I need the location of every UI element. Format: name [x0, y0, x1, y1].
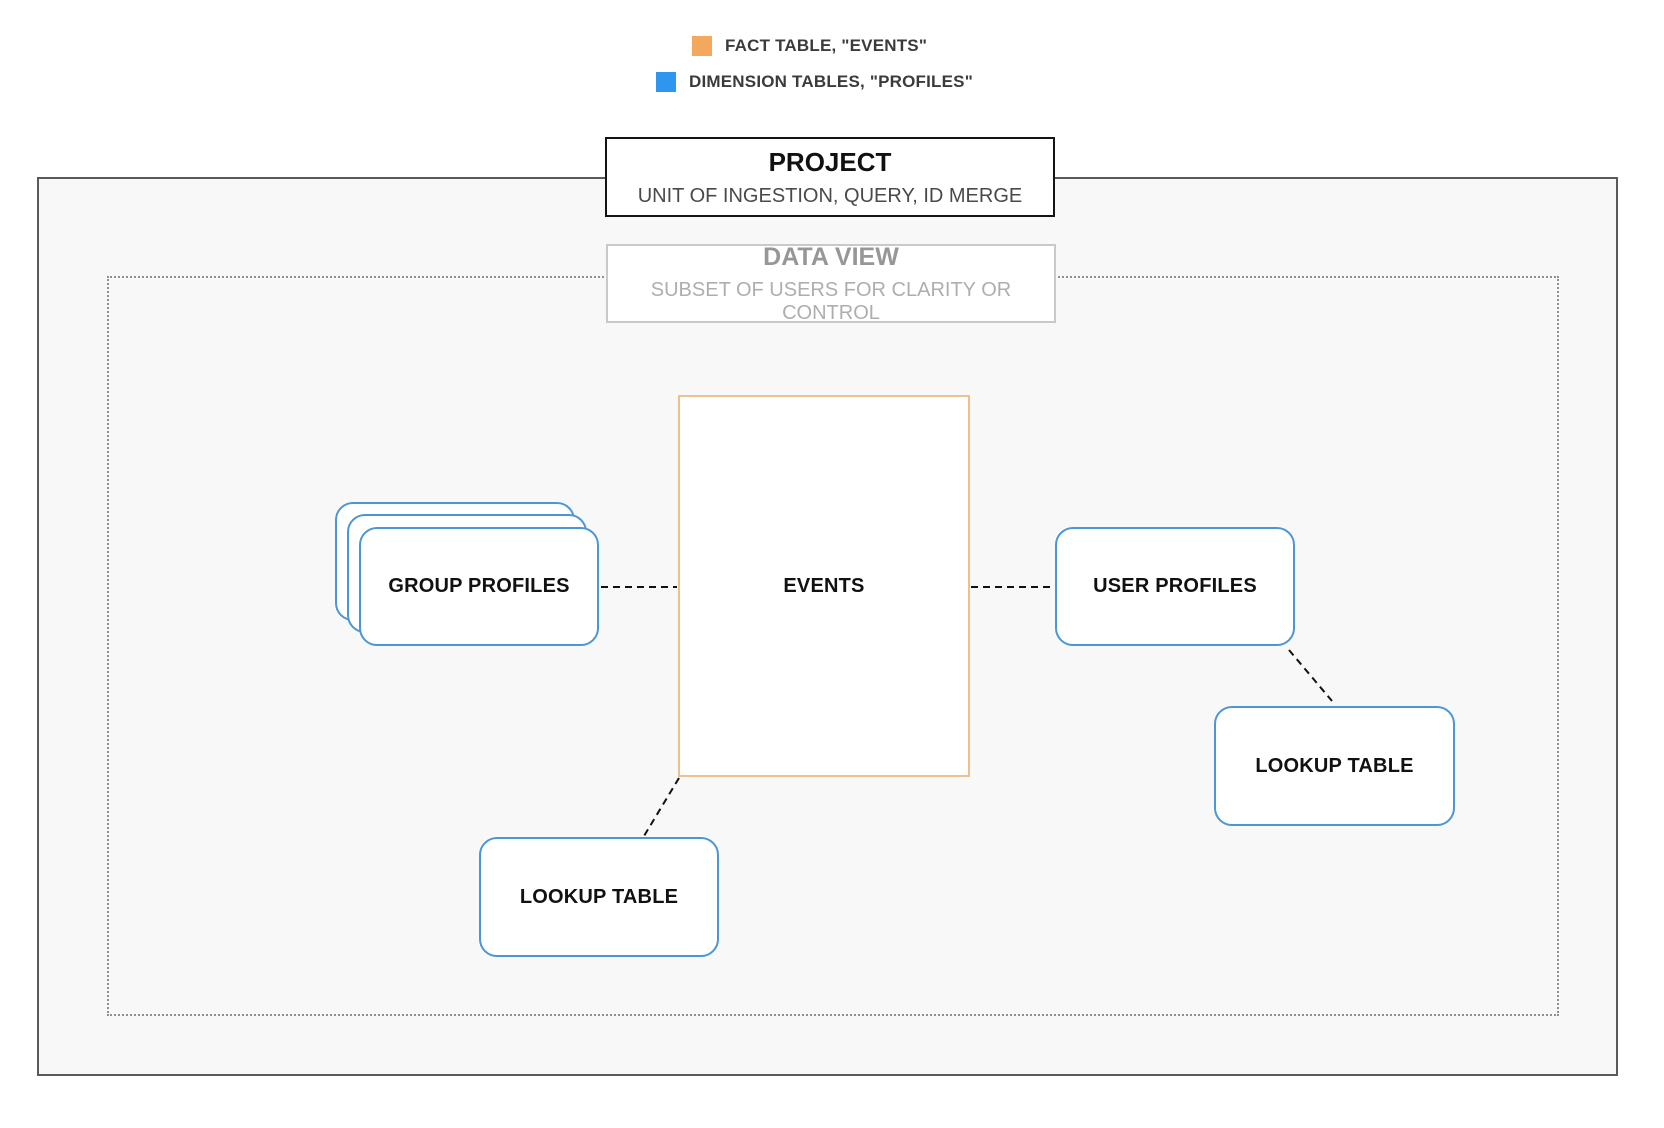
- data-view-title: DATA VIEW: [763, 242, 899, 271]
- lookup-table-right-node: LOOKUP TABLE: [1214, 706, 1455, 826]
- dimension-tables-swatch: [656, 72, 676, 92]
- user-profiles-node: USER PROFILES: [1055, 527, 1295, 646]
- user-profiles-node-label: USER PROFILES: [1093, 575, 1257, 597]
- group-profiles-node: GROUP PROFILES: [359, 527, 599, 646]
- connector-events-to-lookup-table: [643, 777, 680, 837]
- lookup-table-right-node-label: LOOKUP TABLE: [1255, 754, 1414, 777]
- lookup-table-bottom-node: LOOKUP TABLE: [479, 837, 719, 957]
- connector-user-profiles-to-lookup-table: [1288, 649, 1333, 702]
- data-view-subtitle: SUBSET OF USERS FOR CLARITY OR CONTROL: [650, 278, 1012, 324]
- project-subtitle: UNIT OF INGESTION, QUERY, ID MERGE: [637, 184, 1023, 207]
- events-node-label: EVENTS: [783, 574, 865, 597]
- legend-label-fact-table: FACT TABLE, "EVENTS": [725, 36, 928, 55]
- lookup-table-bottom-node-label: LOOKUP TABLE: [519, 885, 679, 908]
- group-profiles-node-label: GROUP PROFILES: [388, 575, 570, 597]
- data-view-header-box: DATA VIEW SUBSET OF USERS FOR CLARITY OR…: [606, 242, 1056, 324]
- legend-label-dimension-tables: DIMENSION TABLES, "PROFILES": [689, 72, 973, 91]
- legend-item-dimension-tables: DIMENSION TABLES, "PROFILES": [656, 72, 973, 92]
- project-title: PROJECT: [768, 146, 892, 177]
- legend-item-fact-table: FACT TABLE, "EVENTS": [692, 36, 927, 56]
- events-node: EVENTS: [678, 395, 970, 777]
- project-header-box: PROJECT UNIT OF INGESTION, QUERY, ID MER…: [605, 137, 1055, 217]
- fact-table-swatch: [692, 36, 712, 56]
